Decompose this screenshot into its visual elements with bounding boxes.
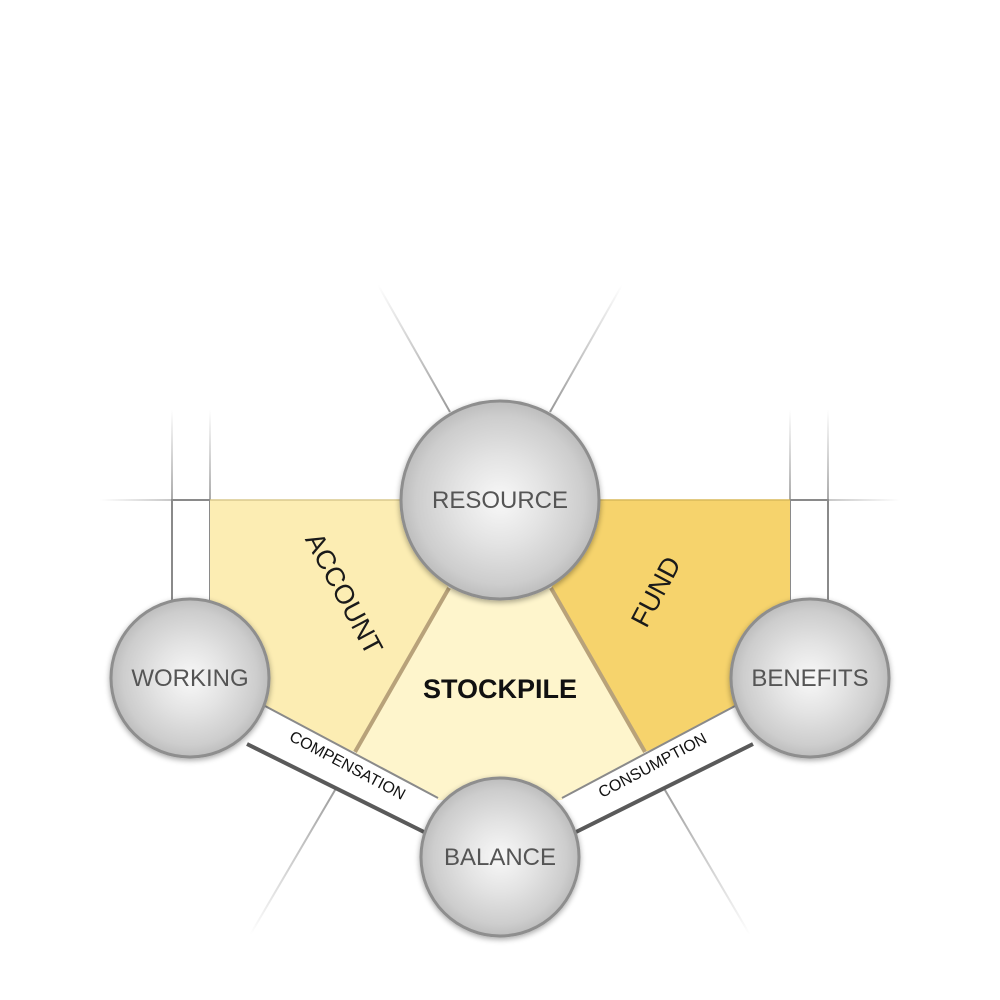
upper-right-extension-line [549, 284, 623, 413]
lower-right-extension-line [661, 784, 751, 936]
benefits-node[interactable]: BENEFITS [729, 597, 891, 759]
resource-node[interactable]: RESOURCE [399, 399, 601, 601]
working-label: WORKING [131, 665, 248, 692]
consumption-band-lower-edge [575, 742, 754, 834]
benefits-label: BENEFITS [751, 665, 868, 692]
stockpile-region [355, 588, 645, 800]
balance-node[interactable]: BALANCE [419, 776, 581, 938]
consumption-band-upper-edge [561, 705, 736, 799]
resource-sphere [399, 399, 601, 601]
left-stem-band [171, 499, 211, 611]
balance-label: BALANCE [444, 844, 556, 871]
compensation-band [247, 706, 438, 832]
account-stockpile-divider [353, 587, 451, 753]
working-node[interactable]: WORKING [109, 597, 271, 759]
stockpile-fund-divider [549, 587, 647, 753]
stockpile-label: STOCKPILE [423, 674, 577, 704]
right-stem-band [789, 499, 829, 611]
compensation-band-lower-edge [246, 742, 425, 834]
lower-left-extension-line [249, 784, 339, 936]
upper-left-extension-line [377, 284, 451, 413]
balance-sphere [419, 776, 581, 938]
compensation-band-upper-edge [264, 705, 439, 799]
benefits-sphere [729, 597, 891, 759]
working-sphere [109, 597, 271, 759]
consumption-band [562, 706, 753, 832]
resource-label: RESOURCE [432, 487, 568, 514]
